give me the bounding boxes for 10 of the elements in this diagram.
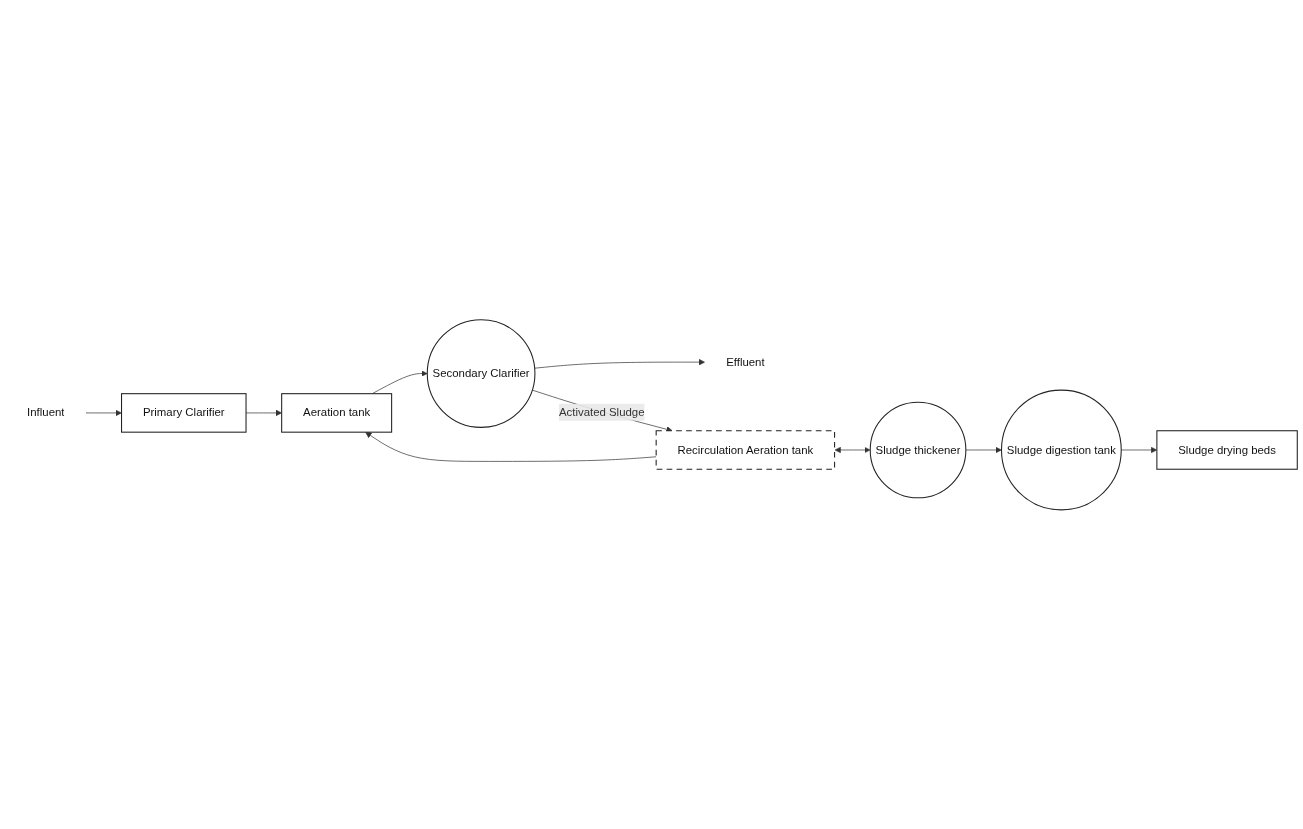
node-text: Effluent	[726, 355, 765, 368]
node-box: Recirculation Aeration tank	[655, 429, 836, 470]
node-box: Primary Clarifier	[121, 392, 247, 433]
edge-label: Activated Sludge	[558, 405, 645, 418]
node-circle: Secondary Clarifier	[426, 318, 536, 428]
node-text: Influent	[27, 406, 65, 419]
node-circle: Sludge thickener	[869, 401, 967, 499]
node-circle: Sludge digestion tank	[1000, 389, 1122, 511]
node-box: Aeration tank	[281, 392, 393, 433]
node-box: Sludge drying beds	[1156, 429, 1298, 470]
